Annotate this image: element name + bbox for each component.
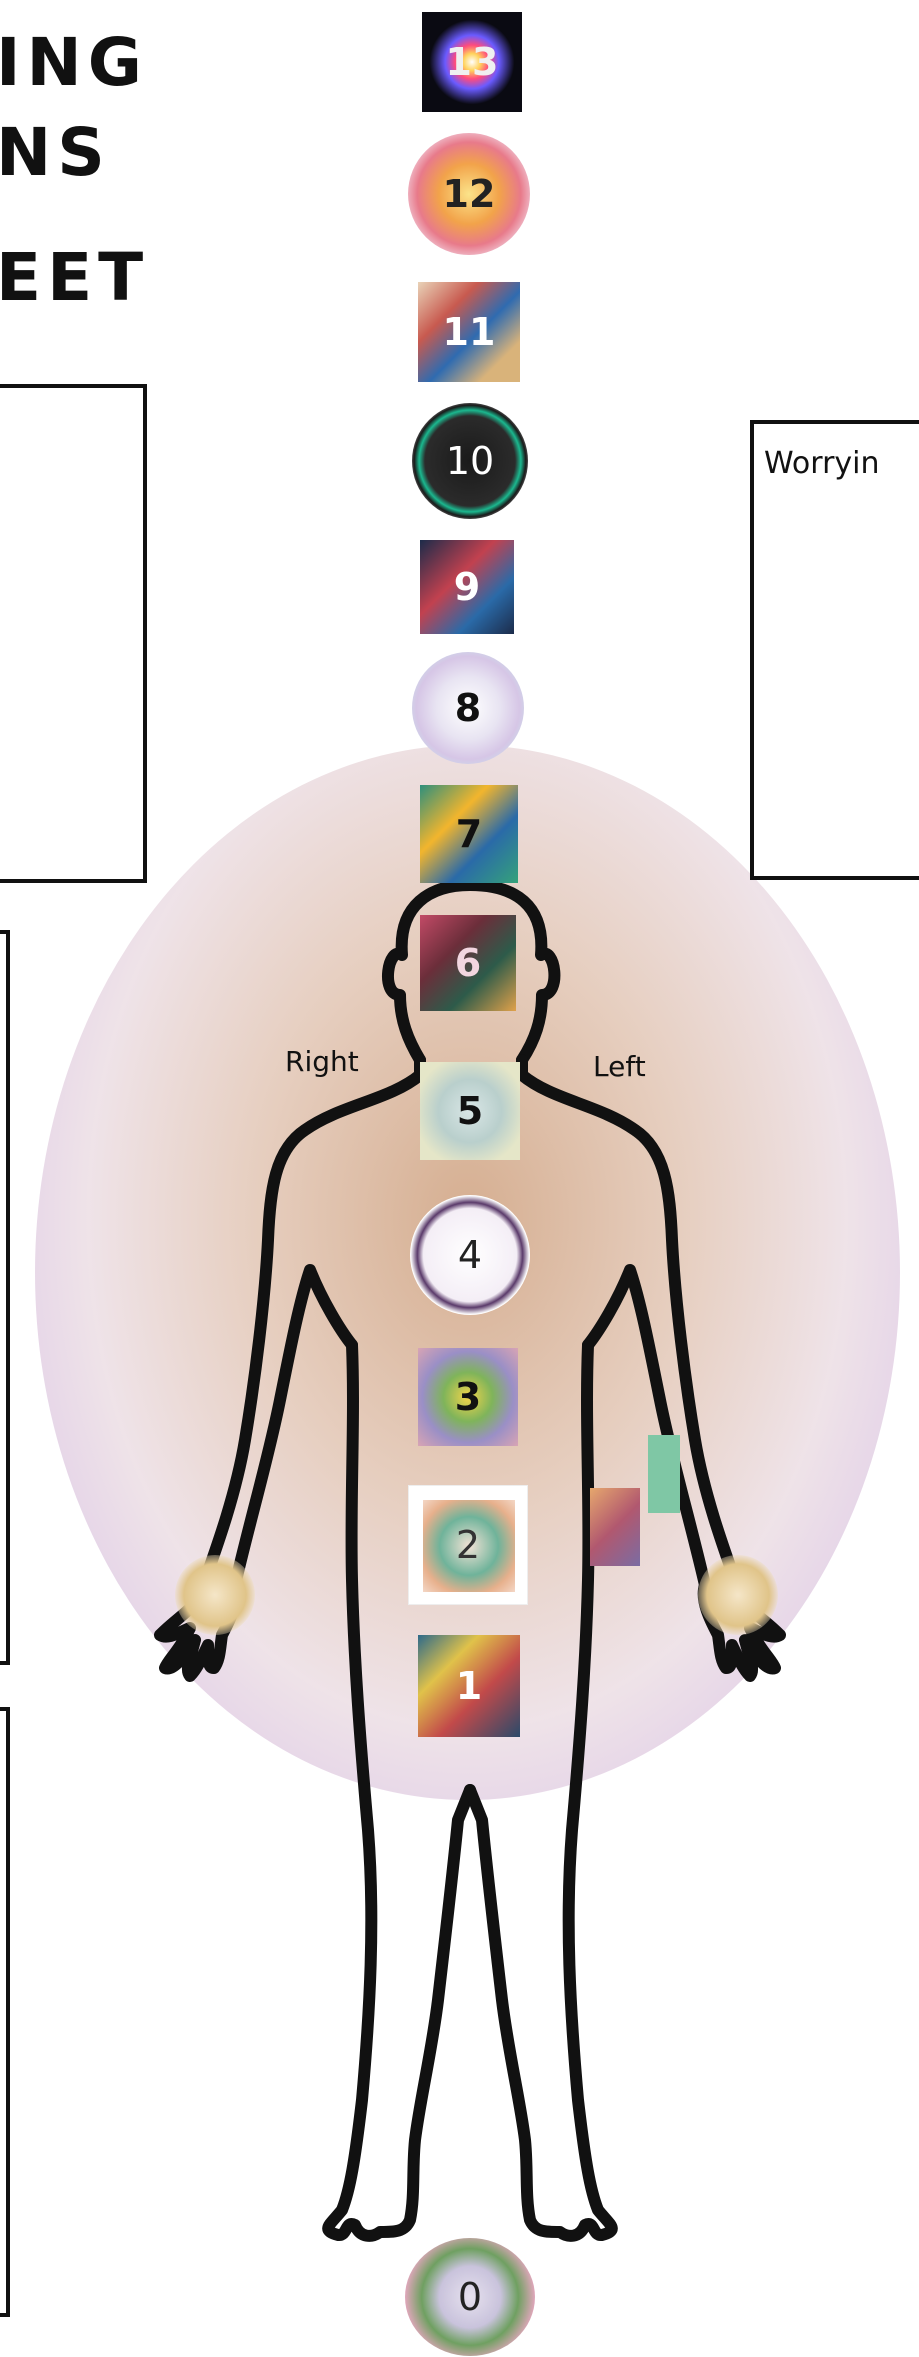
- chakra-12-tile[interactable]: 12: [408, 133, 530, 255]
- chakra-1-tile[interactable]: 1: [418, 1635, 520, 1737]
- chakra-2-tile[interactable]: 2: [408, 1485, 528, 1605]
- chakra-5-tile[interactable]: 5: [420, 1062, 520, 1160]
- chakra-8-number: 8: [455, 689, 481, 727]
- chakra-7-tile[interactable]: 7: [420, 785, 518, 883]
- chakra-9-tile[interactable]: 9: [420, 540, 514, 634]
- chakra-13-tile[interactable]: 13: [422, 12, 522, 112]
- chakra-3-tile[interactable]: 3: [418, 1348, 518, 1446]
- chakra-3-number: 3: [455, 1378, 481, 1416]
- chakra-4-number: 4: [458, 1236, 482, 1274]
- left-side-label: Left: [593, 1050, 646, 1083]
- chakra-11-number: 11: [443, 313, 496, 351]
- chakra-6-number: 6: [455, 944, 481, 982]
- chakra-12-number: 12: [443, 175, 496, 213]
- chakra-4-tile[interactable]: 4: [410, 1195, 530, 1315]
- hip-green-patch: [648, 1435, 680, 1513]
- chakra-2-number: 2: [456, 1526, 480, 1564]
- hip-mandala-icon: [590, 1488, 640, 1566]
- chakra-10-number: 10: [446, 442, 494, 480]
- chakra-8-tile[interactable]: 8: [412, 652, 524, 764]
- left-hand-swirl-icon: [698, 1555, 778, 1635]
- chakra-13-number: 13: [446, 43, 499, 81]
- chakra-10-tile[interactable]: 10: [412, 403, 528, 519]
- chakra-0-tile[interactable]: 0: [405, 2238, 535, 2356]
- chakra-1-number: 1: [456, 1667, 482, 1705]
- chakra-11-tile[interactable]: 11: [418, 282, 520, 382]
- chakra-0-number: 0: [458, 2278, 482, 2316]
- chakra-7-number: 7: [456, 815, 482, 853]
- chakra-5-number: 5: [457, 1092, 483, 1130]
- chakra-9-number: 9: [454, 568, 480, 606]
- right-side-label: Right: [285, 1045, 359, 1078]
- chakra-6-tile[interactable]: 6: [420, 915, 516, 1011]
- right-hand-swirl-icon: [175, 1555, 255, 1635]
